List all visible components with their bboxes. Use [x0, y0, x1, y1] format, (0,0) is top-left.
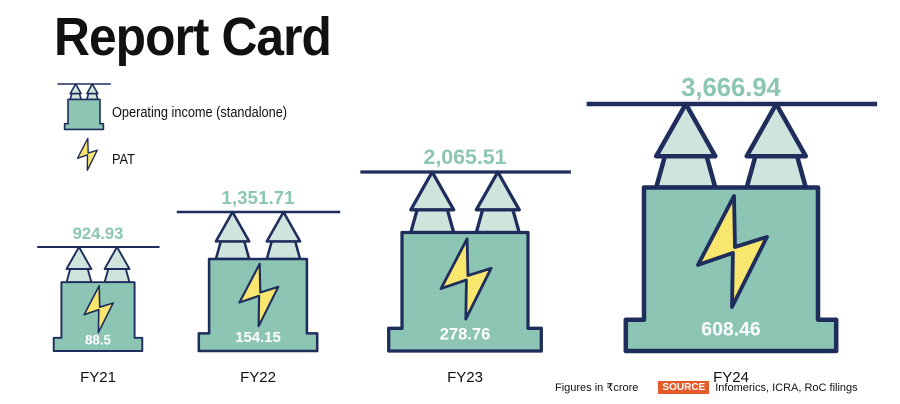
pat-label: 278.76 [440, 325, 491, 344]
bushing-lower [65, 268, 93, 284]
pat-label: 154.15 [235, 330, 280, 346]
legend [57, 83, 111, 172]
bushing-upper [474, 170, 521, 212]
bushing-lower [265, 240, 302, 261]
legend-label-operating-income: Operating income (standalone) [112, 104, 288, 121]
bushing-upper [86, 83, 99, 95]
bushing-upper [103, 246, 131, 270]
source-badge: SOURCE [658, 381, 710, 394]
operating-income-label: 2,065.51 [423, 145, 506, 169]
operating-income-label: 3,666.94 [681, 74, 782, 102]
operating-income-label: 1,351.71 [221, 187, 294, 208]
bushing-lower [653, 153, 718, 190]
lightning-bolt-icon [696, 194, 769, 309]
bushing-lower [409, 208, 456, 235]
category-label: FY21 [80, 369, 116, 386]
bushing-upper [744, 101, 809, 159]
bushing-lower [474, 208, 521, 235]
category-label: FY22 [240, 369, 276, 386]
bushing-lower [86, 92, 99, 101]
bushing-lower [69, 92, 82, 101]
lightning-bolt-icon [83, 284, 115, 334]
bushing-upper [214, 210, 251, 243]
pat-label: 88.5 [85, 332, 112, 347]
bushing-upper [653, 101, 718, 159]
bushing-upper [409, 170, 456, 212]
lightning-bolt-icon [76, 137, 99, 172]
lightning-bolt-icon [238, 262, 280, 328]
bushing-upper [69, 83, 82, 95]
category-label: FY23 [447, 369, 483, 386]
unit-note: Figures in ₹crore [555, 382, 639, 394]
bushing-lower [744, 153, 809, 190]
category-label: FY24 [713, 369, 749, 386]
bushing-upper [65, 246, 93, 270]
source-text: Infomerics, ICRA, RoC filings [715, 381, 858, 394]
operating-income-label: 924.93 [73, 224, 124, 243]
footer: Figures in ₹crore SOURCE Infomerics, ICR… [555, 381, 858, 394]
bushing-lower [103, 268, 131, 284]
transformer-body [63, 98, 105, 131]
bushing-upper [265, 210, 302, 243]
bushing-lower [214, 240, 251, 261]
chart-title: Report Card [54, 7, 332, 67]
legend-label-pat: PAT [112, 151, 135, 168]
lightning-bolt-icon [439, 237, 493, 321]
pat-label: 608.46 [701, 318, 761, 340]
